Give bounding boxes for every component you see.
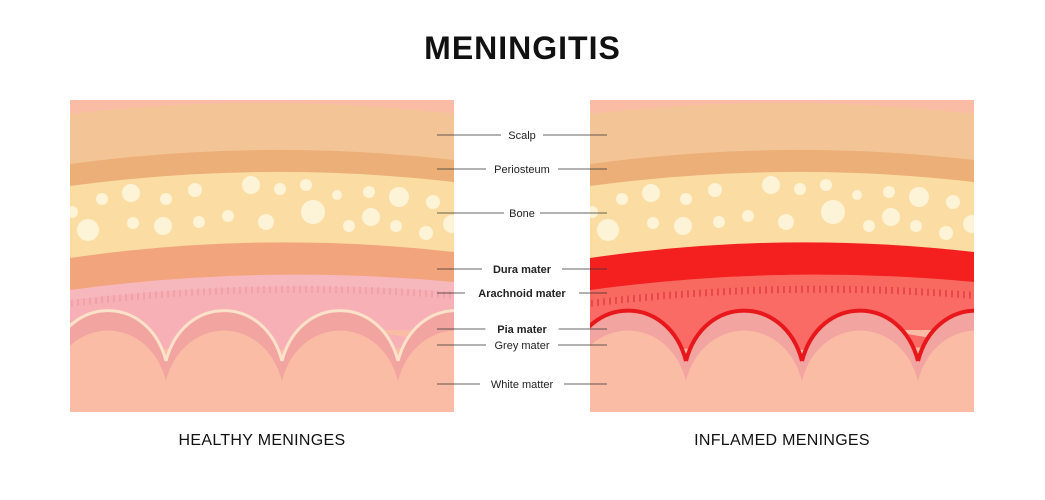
inflamed-bone-pore: [642, 184, 660, 202]
inflamed-bone-pore: [674, 217, 692, 235]
healthy-dura-mater: [70, 240, 454, 290]
healthy-bone-pore: [242, 176, 260, 194]
inflamed-pia-mater: [590, 308, 974, 362]
healthy-bone-pore: [122, 184, 140, 202]
healthy-pia-mater: [70, 309, 454, 362]
healthy-bone-pore: [390, 220, 402, 232]
inflamed-bone-pore: [910, 220, 922, 232]
inflamed-meninges-panel: [590, 100, 974, 412]
label-periosteum: Periosteum: [494, 164, 550, 176]
inflamed-bone-pore: [909, 187, 929, 207]
healthy-bone-pore: [426, 195, 440, 209]
inflamed-arachnoid-mater: [590, 274, 974, 300]
label-pia: Pia mater: [497, 324, 547, 336]
inflamed-bone-pore: [597, 219, 619, 241]
inflamed-bone-pore: [821, 200, 845, 224]
inflamed-bone-pore: [708, 183, 722, 197]
healthy-bone-pore: [127, 217, 139, 229]
inflamed-bone-pore: [946, 195, 960, 209]
healthy-scalp: [70, 103, 454, 164]
healthy-bone-pore: [419, 226, 433, 240]
healthy-bone-pore: [363, 186, 375, 198]
healthy-bone-pore: [389, 187, 409, 207]
healthy-bone-pore: [343, 220, 355, 232]
inflamed-bone-pore: [616, 193, 628, 205]
inflamed-scalp: [590, 103, 974, 164]
inflamed-bone-pore: [590, 206, 598, 218]
inflamed-dura-mater: [590, 240, 974, 290]
inflamed-bone-pore: [713, 216, 725, 228]
healthy-bone-pore: [443, 215, 454, 233]
label-bone: Bone: [509, 208, 535, 220]
healthy-bone-pore: [193, 216, 205, 228]
inflamed-bone-pore: [852, 190, 862, 200]
healthy-bone-pore: [362, 208, 380, 226]
inflamed-bone-pore: [939, 226, 953, 240]
healthy-bone-pore: [274, 183, 286, 195]
healthy-bone-pore: [222, 210, 234, 222]
healthy-bone-pore: [332, 190, 342, 200]
healthy-bone-pore: [77, 219, 99, 241]
inflamed-bone-pore: [883, 186, 895, 198]
inflamed-bone-pore: [762, 176, 780, 194]
inflamed-bone-pore: [963, 215, 974, 233]
healthy-bone-pore: [96, 193, 108, 205]
inflamed-bone-pore: [680, 193, 692, 205]
inflamed-bone-pore: [794, 183, 806, 195]
inflamed-bone-pore: [820, 179, 832, 191]
inflamed-bone-pore: [882, 208, 900, 226]
healthy-bone-pore: [258, 214, 274, 230]
inflamed-bone-pore: [742, 210, 754, 222]
inflamed-bone-pore: [647, 217, 659, 229]
healthy-bone-pore: [301, 200, 325, 224]
label-arachnoid: Arachnoid mater: [478, 288, 566, 300]
label-dura: Dura mater: [493, 264, 552, 276]
label-grey: Grey mater: [494, 340, 549, 352]
label-scalp: Scalp: [508, 130, 536, 142]
inflamed-bone-pore: [778, 214, 794, 230]
healthy-bone-pore: [188, 183, 202, 197]
inflamed-bone-pore: [863, 220, 875, 232]
diagram-title: MENINGITIS: [424, 30, 621, 66]
healthy-bone-pore: [154, 217, 172, 235]
healthy-meninges-panel: [70, 100, 454, 412]
healthy-white-matter-top: [70, 330, 454, 412]
healthy-meninges-caption: HEALTHY MENINGES: [178, 432, 346, 449]
healthy-arachnoid-mater: [70, 274, 454, 300]
label-white: White matter: [491, 379, 554, 391]
inflamed-meninges-caption: INFLAMED MENINGES: [694, 432, 870, 449]
healthy-bone-pore: [70, 206, 78, 218]
inflamed-white-matter-top: [590, 330, 974, 412]
healthy-bone-pore: [300, 179, 312, 191]
healthy-bone-pore: [160, 193, 172, 205]
